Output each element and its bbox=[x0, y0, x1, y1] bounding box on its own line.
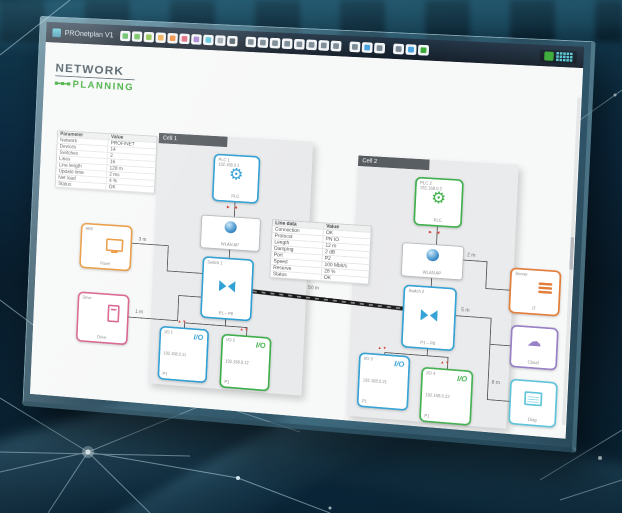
node-drive[interactable]: Drive Drive bbox=[75, 291, 130, 346]
node-server[interactable]: Server IT bbox=[508, 267, 562, 317]
drive-cabinet-icon bbox=[107, 304, 120, 323]
node-io3[interactable]: I/O 3 I/O 192.168.0.21 P1 bbox=[356, 352, 411, 411]
warning-icon: ►◄ bbox=[225, 205, 241, 211]
export-icon[interactable] bbox=[166, 32, 178, 44]
vendor-pixel-grid-icon bbox=[556, 51, 573, 62]
line-length-label: 2 m bbox=[466, 253, 476, 259]
help-icon[interactable] bbox=[405, 43, 417, 55]
io-logo-icon: I/O bbox=[456, 374, 468, 384]
save-icon[interactable] bbox=[143, 31, 154, 43]
node-hmi[interactable]: HMI Panel bbox=[79, 222, 133, 272]
monitor-icon bbox=[105, 238, 124, 253]
toolbar-group-extras bbox=[392, 43, 431, 56]
toolbar-group-view bbox=[245, 36, 343, 52]
undo-icon[interactable] bbox=[190, 33, 202, 45]
node-io4[interactable]: I/O 4 I/O 192.168.0.22 P1 bbox=[419, 366, 474, 426]
warning-icon: ►◄ bbox=[427, 230, 443, 236]
redo-icon[interactable] bbox=[202, 34, 214, 45]
settings-icon[interactable] bbox=[392, 43, 404, 55]
select-icon[interactable] bbox=[293, 38, 305, 50]
globe-icon bbox=[426, 248, 440, 262]
delete-icon[interactable] bbox=[178, 33, 190, 44]
cloud-icon: ☁ bbox=[526, 333, 542, 350]
display-icon bbox=[523, 391, 543, 407]
node-cloud[interactable]: ☁ Cloud bbox=[509, 324, 559, 371]
warning-icon: ▲▼ bbox=[377, 345, 388, 352]
node-access-point-1[interactable]: WLAN AP bbox=[200, 214, 261, 252]
measure-icon[interactable] bbox=[373, 42, 385, 54]
copy-icon[interactable] bbox=[214, 34, 226, 46]
toolbar-group-file bbox=[119, 30, 239, 47]
node-io1[interactable]: I/O 1 I/O 192.168.0.11 P1 bbox=[157, 325, 210, 384]
node-switch2[interactable]: Switch 2 P1 – P8 bbox=[400, 284, 458, 352]
import-icon[interactable] bbox=[155, 31, 166, 43]
plc-gear-icon: ⚙ bbox=[228, 165, 244, 184]
toolbar-group-tools bbox=[348, 41, 387, 54]
zoom-fit-icon[interactable] bbox=[269, 37, 281, 49]
io-logo-icon: I/O bbox=[255, 341, 266, 350]
monitor: PROnetplan V1 NETWORK PLANNING bbox=[22, 16, 596, 453]
server-icon bbox=[538, 281, 553, 296]
report-icon[interactable] bbox=[417, 44, 429, 56]
globe-icon bbox=[224, 220, 237, 234]
io-logo-icon: I/O bbox=[193, 333, 204, 342]
paste-icon[interactable] bbox=[226, 35, 238, 47]
zoom-in-icon[interactable] bbox=[245, 36, 256, 48]
node-diagnostics[interactable]: Diag bbox=[508, 378, 558, 429]
node-io2[interactable]: I/O 2 I/O 192.168.0.12 P1 bbox=[219, 333, 272, 392]
warning-icon: ▲▼ bbox=[440, 360, 451, 366]
new-icon[interactable] bbox=[119, 30, 131, 41]
io-logo-icon: I/O bbox=[394, 359, 405, 369]
line-length-label: 50 m bbox=[307, 285, 320, 292]
line-length-label: 5 m bbox=[461, 307, 470, 314]
vendor-logo bbox=[539, 49, 578, 64]
zoom-out-icon[interactable] bbox=[257, 36, 269, 48]
topology-icon[interactable] bbox=[361, 41, 373, 53]
pan-icon[interactable] bbox=[281, 37, 293, 49]
line-length-label: 1 m bbox=[135, 309, 144, 315]
warning-icon: ▲▼ bbox=[239, 327, 250, 333]
vendor-green-square-icon bbox=[544, 51, 554, 61]
line-length-label: 8 m bbox=[491, 380, 501, 386]
node-plc1[interactable]: PLC 1 192.168.0.1 ⚙ PLC bbox=[211, 153, 261, 204]
layers-icon[interactable] bbox=[317, 39, 329, 51]
app-icon bbox=[52, 27, 62, 37]
line-length-label: 3 m bbox=[138, 237, 147, 243]
node-access-point-2[interactable]: WLAN AP bbox=[400, 242, 465, 281]
node-switch1[interactable]: Switch 1 P1 – P8 bbox=[200, 255, 255, 322]
scan-icon[interactable] bbox=[348, 41, 361, 53]
node-plc2[interactable]: PLC 2 192.168.0.2 ⚙ PLC bbox=[413, 176, 464, 229]
table-icon[interactable] bbox=[330, 40, 342, 52]
app-window: PROnetplan V1 NETWORK PLANNING bbox=[29, 21, 585, 439]
switch-icon bbox=[420, 309, 438, 322]
warning-icon: ▲▼ bbox=[177, 319, 188, 325]
plc-gear-icon: ⚙ bbox=[430, 188, 447, 208]
grid-icon[interactable] bbox=[305, 39, 317, 50]
open-icon[interactable] bbox=[131, 30, 143, 42]
switch-icon bbox=[218, 280, 236, 293]
window-title: PROnetplan V1 bbox=[64, 28, 114, 40]
diagram-canvas[interactable]: NETWORK PLANNING Parameter Value Network… bbox=[29, 42, 584, 439]
